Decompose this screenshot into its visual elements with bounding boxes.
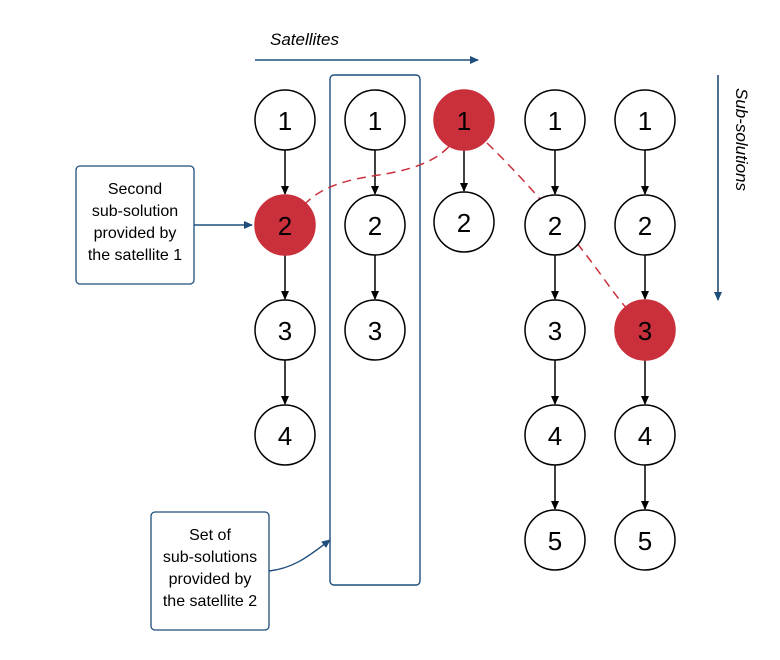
- satellite-3-subsolution-node: 2: [433, 191, 495, 253]
- satellite-4-subsolution-node: 5: [524, 509, 586, 571]
- node-label: 2: [368, 211, 382, 241]
- node-circle: [614, 194, 676, 256]
- node-label: 4: [638, 421, 652, 451]
- highlighted-node-circle: [614, 299, 676, 361]
- node-label: 3: [638, 316, 652, 346]
- satellite-2-group-box: [329, 74, 421, 586]
- node-label: 2: [548, 211, 562, 241]
- node-label: 2: [278, 211, 292, 241]
- callout-line: the satellite 1: [88, 247, 182, 264]
- callout-line: sub-solutions: [163, 549, 257, 566]
- satellite-4-subsolution-node: 2: [524, 194, 586, 256]
- node-circle: [614, 509, 676, 571]
- node-label: 1: [638, 106, 652, 136]
- callout-line: the satellite 2: [163, 593, 257, 610]
- callout-line: Set of: [189, 527, 231, 544]
- callout-line: provided by: [169, 571, 252, 588]
- satellite-5-subsolution-node: 2: [614, 194, 676, 256]
- node-circle: [524, 404, 586, 466]
- satellite-4-subsolution-node: 1: [524, 89, 586, 151]
- node-label: 5: [548, 526, 562, 556]
- satellite-5-subsolution-node: 3: [614, 299, 676, 361]
- node-label: 1: [548, 106, 562, 136]
- satellite-1-subsolution-node: 3: [254, 299, 316, 361]
- node-circle: [433, 191, 495, 253]
- node-circle: [524, 194, 586, 256]
- node-circle: [524, 89, 586, 151]
- node-circle: [344, 89, 406, 151]
- node-label: 1: [457, 106, 471, 136]
- callout-line: sub-solution: [92, 203, 178, 220]
- satellite-2-subsolution-node: 1: [344, 89, 406, 151]
- satellite-1-subsolution-node: 2: [254, 194, 316, 256]
- satellite-5-subsolution-node: 5: [614, 509, 676, 571]
- satellite-1-subsolution-node: 1: [254, 89, 316, 151]
- satellite-1-subsolution-node: 4: [254, 404, 316, 466]
- satellite-4-subsolution-node: 3: [524, 299, 586, 361]
- callout-line: Second: [108, 181, 162, 198]
- node-circle: [524, 509, 586, 571]
- node-label: 4: [278, 421, 292, 451]
- node-circle: [344, 299, 406, 361]
- callout-pointer-arrow: [268, 539, 331, 572]
- callout-second-subsolution: Second sub-solution provided by the sate…: [75, 165, 253, 285]
- node-label: 3: [278, 316, 292, 346]
- node-label: 2: [638, 211, 652, 241]
- node-circle: [344, 194, 406, 256]
- nodes-layer: 1 2 3 4 1 2 3 1 2 1 2 3 4 5 1 2 3 4 5: [254, 89, 676, 571]
- node-label: 5: [638, 526, 652, 556]
- node-circle: [524, 299, 586, 361]
- selection-path-right: [486, 142, 629, 311]
- satellite-5-subsolution-node: 4: [614, 404, 676, 466]
- node-label: 1: [278, 106, 292, 136]
- satellite-2-subsolution-node: 3: [344, 299, 406, 361]
- satellites-axis-label: Satellites: [270, 30, 339, 49]
- edges-layer: [281, 150, 649, 510]
- highlighted-node-circle: [254, 194, 316, 256]
- node-label: 3: [548, 316, 562, 346]
- node-circle: [254, 404, 316, 466]
- node-circle: [254, 299, 316, 361]
- satellite-3-subsolution-node: 1: [433, 89, 495, 151]
- subsolutions-axis-label: Sub-solutions: [732, 88, 751, 192]
- node-label: 1: [368, 106, 382, 136]
- node-label: 4: [548, 421, 562, 451]
- satellite-2-subsolution-node: 2: [344, 194, 406, 256]
- satellite-4-subsolution-node: 4: [524, 404, 586, 466]
- node-circle: [614, 89, 676, 151]
- node-label: 3: [368, 316, 382, 346]
- callout-line: provided by: [94, 225, 177, 242]
- node-label: 2: [457, 208, 471, 238]
- highlighted-node-circle: [433, 89, 495, 151]
- callout-set-of-subsolutions: Set of sub-solutions provided by the sat…: [150, 511, 331, 631]
- node-circle: [614, 404, 676, 466]
- node-circle: [254, 89, 316, 151]
- satellite-5-subsolution-node: 1: [614, 89, 676, 151]
